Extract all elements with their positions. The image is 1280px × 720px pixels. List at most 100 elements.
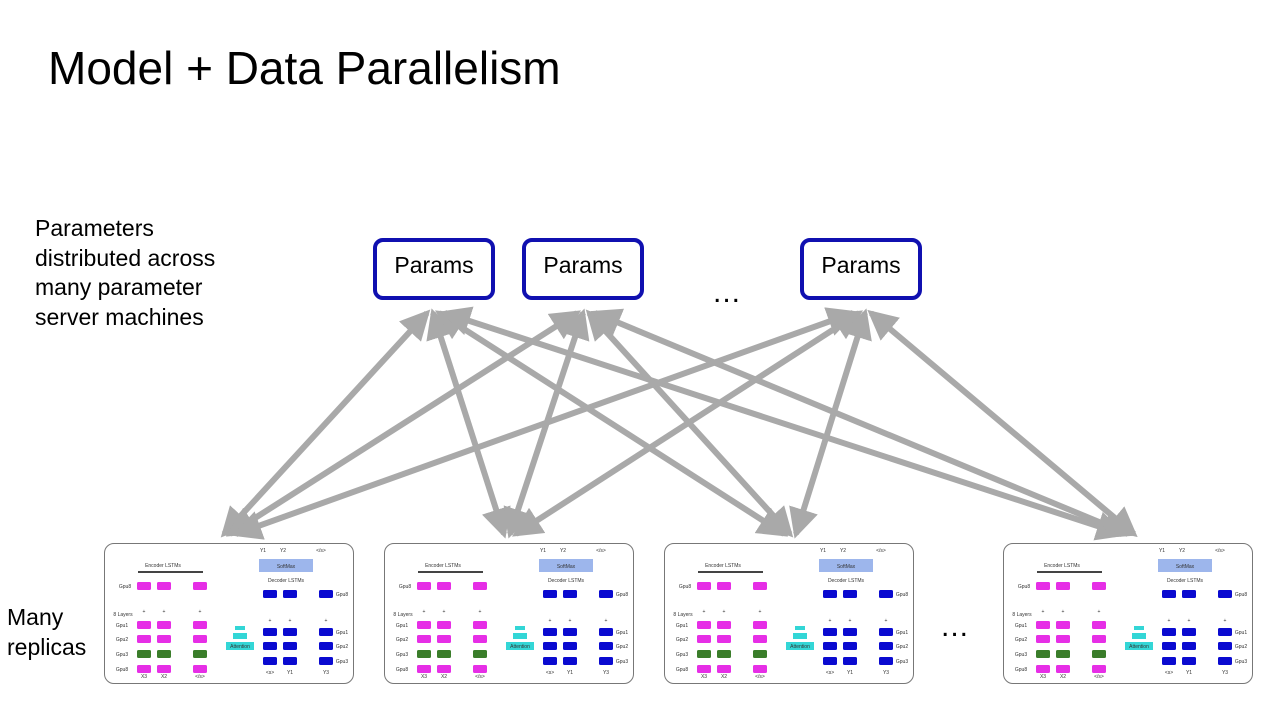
encoder-cell — [753, 582, 767, 590]
decoder-cell — [599, 590, 613, 598]
encoder-cell — [437, 582, 451, 590]
encoder-cell — [753, 665, 767, 673]
top-label: </s> — [876, 548, 886, 554]
gpu-label: Gpu2 — [896, 644, 908, 650]
top-label: Y2 — [1179, 548, 1185, 554]
decoder-cell — [563, 642, 577, 650]
top-label: </s> — [1215, 548, 1225, 554]
gpu-label: Gpu8 — [119, 584, 131, 590]
softmax-label: SoftMax — [277, 564, 296, 570]
plus-sign: + — [479, 609, 482, 615]
plus-sign: + — [605, 618, 608, 624]
description-line: distributed across — [35, 244, 216, 271]
encoder-cell — [157, 650, 171, 658]
plus-sign: + — [549, 618, 552, 624]
params-label: Params — [821, 251, 901, 278]
decoder-cell — [843, 590, 857, 598]
top-label: Y1 — [1159, 548, 1165, 554]
encoder-cell — [157, 665, 171, 673]
bottom-label: Y3 — [603, 670, 609, 676]
encoder-cell — [717, 621, 731, 629]
decoder-cell — [823, 590, 837, 598]
attention-label: Attention — [1129, 644, 1149, 650]
gpu-label: Gpu1 — [1015, 623, 1027, 629]
top-label: Y2 — [560, 548, 566, 554]
encoder-cell — [473, 635, 487, 643]
gpu-label: Gpu8 — [676, 667, 688, 673]
encoder-cell — [193, 665, 207, 673]
decoder-cell — [843, 628, 857, 636]
plus-sign: + — [1098, 609, 1101, 615]
encoder-cell — [417, 650, 431, 658]
encoder-cell — [437, 635, 451, 643]
gpu-label: Gpu3 — [336, 659, 348, 665]
encoder-cell — [437, 621, 451, 629]
decoder-cell — [1182, 590, 1196, 598]
plus-sign: + — [163, 609, 166, 615]
decoder-cell — [263, 590, 277, 598]
encoder-cell — [1092, 665, 1106, 673]
encoder-cell — [473, 582, 487, 590]
decoder-cell — [563, 628, 577, 636]
params-label: Params — [394, 251, 474, 278]
softmax-label: SoftMax — [1176, 564, 1195, 570]
encoder-cell — [137, 665, 151, 673]
decoder-cell — [879, 628, 893, 636]
encoder-cell — [137, 582, 151, 590]
decoder-cell — [543, 590, 557, 598]
description-line: many parameter — [35, 274, 203, 300]
attention-cell — [515, 626, 525, 630]
bottom-label: <s> — [826, 670, 834, 676]
gpu-label: Gpu8 — [679, 584, 691, 590]
encoder-label: Encoder LSTMs — [425, 563, 461, 569]
decoder-cell — [843, 642, 857, 650]
decoder-label: Decoder LSTMs — [828, 578, 865, 584]
attention-cell — [1134, 626, 1144, 630]
softmax-label: SoftMax — [557, 564, 576, 570]
attention-cell — [1132, 633, 1146, 639]
encoder-cell — [697, 665, 711, 673]
gpu-label: Gpu1 — [1235, 630, 1247, 636]
sync-arrow — [225, 310, 582, 537]
decoder-cell — [319, 628, 333, 636]
layers-label: 8 Layers — [113, 612, 133, 618]
bottom-label: X2 — [721, 674, 727, 680]
plus-sign: + — [569, 618, 572, 624]
attention-block — [1125, 642, 1153, 650]
bottom-label: Y1 — [1186, 670, 1192, 676]
encoder-cell — [717, 635, 731, 643]
bottom-label: Y3 — [1222, 670, 1228, 676]
encoder-cell — [1036, 665, 1050, 673]
bottom-label: </s> — [755, 674, 765, 680]
decoder-cell — [823, 642, 837, 650]
encoder-cell — [753, 635, 767, 643]
bottom-label: Y1 — [847, 670, 853, 676]
sync-arrow — [590, 308, 1133, 539]
encoder-cell — [437, 665, 451, 673]
plus-sign: + — [1042, 609, 1045, 615]
encoder-bar — [698, 571, 763, 573]
encoder-cell — [717, 650, 731, 658]
decoder-cell — [563, 657, 577, 665]
gpu-label: Gpu8 — [116, 667, 128, 673]
decoder-cell — [879, 642, 893, 650]
parameters-description: Parameters distributed across many param… — [35, 214, 215, 332]
encoder-cell — [1092, 621, 1106, 629]
layers-label: 8 Layers — [1012, 612, 1032, 618]
decoder-label: Decoder LSTMs — [1167, 578, 1204, 584]
plus-sign: + — [325, 618, 328, 624]
decoder-cell — [599, 628, 613, 636]
encoder-cell — [1056, 621, 1070, 629]
bottom-label: X3 — [141, 674, 147, 680]
encoder-cell — [717, 582, 731, 590]
encoder-label: Encoder LSTMs — [145, 563, 181, 569]
attention-block — [786, 642, 814, 650]
encoder-label: Encoder LSTMs — [705, 563, 741, 569]
encoder-cell — [193, 621, 207, 629]
top-label: Y2 — [280, 548, 286, 554]
encoder-bar — [138, 571, 203, 573]
gpu-label: Gpu2 — [116, 637, 128, 643]
attention-block — [226, 642, 254, 650]
